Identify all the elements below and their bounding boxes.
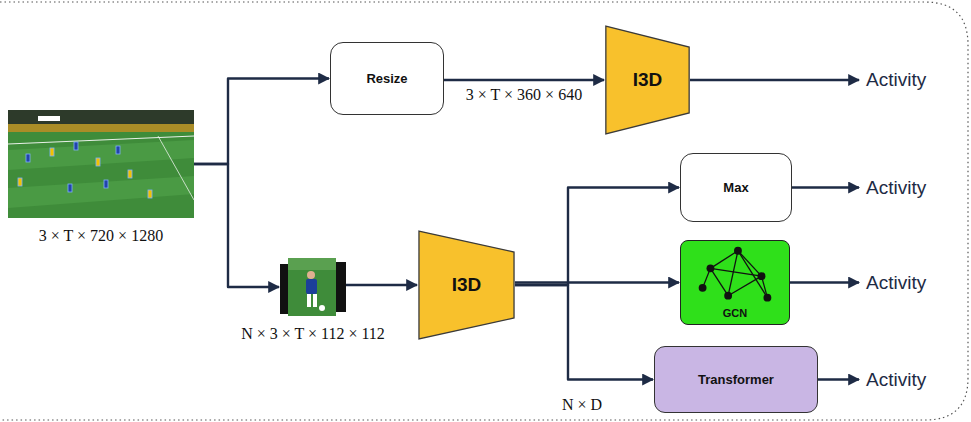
dimension-label: 3 × T × 360 × 640: [464, 86, 584, 104]
soccer-frame: [8, 110, 194, 218]
process-box: Transformer: [654, 346, 818, 413]
output-arrow: [792, 186, 859, 188]
output-arrow: [790, 281, 859, 283]
node-label: I3D: [633, 69, 663, 91]
encoder-block: I3D: [418, 230, 515, 340]
output-label: Activity: [866, 69, 926, 91]
flow-arrow: [515, 281, 679, 283]
node-label: Transformer: [698, 372, 774, 387]
flow-arrow: [515, 285, 653, 380]
crop-stack: N × 3 × T × 112 × 112: [280, 258, 346, 316]
output-label: Activity: [866, 369, 926, 391]
flow-arrow: [194, 164, 279, 287]
node-label: GCN: [723, 307, 747, 319]
flow-arrow: [346, 284, 417, 286]
flow-arrow: [515, 188, 679, 286]
player-crops: [280, 258, 346, 316]
process-box: Resize: [330, 42, 444, 115]
encoder-block: I3D: [605, 25, 690, 135]
output-arrow: [690, 79, 859, 81]
input-frame: 3 × T × 720 × 1280: [8, 110, 194, 218]
dimension-label: N × 3 × T × 112 × 112: [241, 325, 385, 343]
dimension-label: N × D: [560, 396, 604, 414]
node-label: Max: [723, 180, 748, 195]
gcn-box: GCN: [680, 240, 790, 325]
flow-arrow: [444, 79, 604, 81]
output-label: Activity: [866, 177, 926, 199]
process-box: Max: [680, 153, 792, 222]
node-label: I3D: [452, 274, 482, 296]
flow-arrow: [194, 79, 329, 165]
dimension-label: 3 × T × 720 × 1280: [39, 227, 163, 245]
node-label: Resize: [366, 71, 407, 86]
output-label: Activity: [866, 272, 926, 294]
output-arrow: [818, 378, 859, 380]
